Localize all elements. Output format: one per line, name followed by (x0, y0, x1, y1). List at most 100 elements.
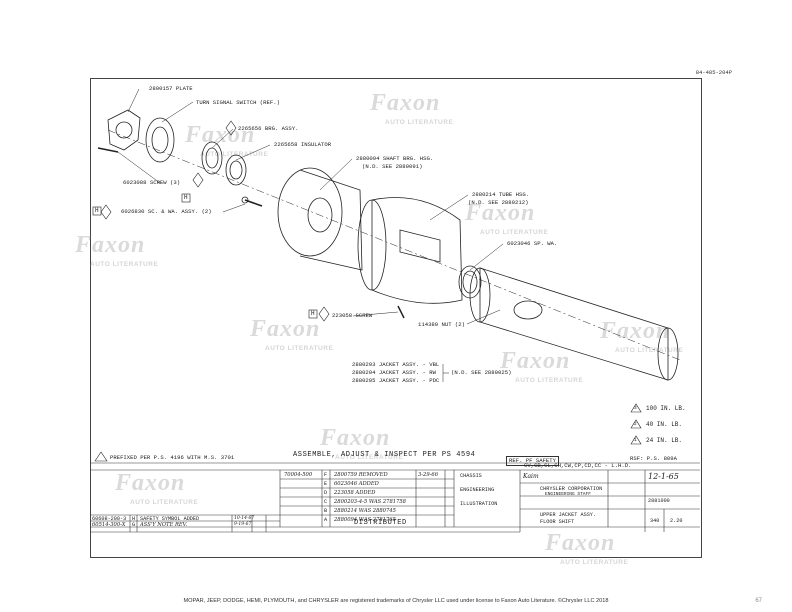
revision-letter: F (324, 472, 328, 478)
h-marker-box (308, 309, 318, 319)
torque-number-2: 2 (634, 422, 637, 427)
watermark-subtitle: AUTO LITERATURE (615, 347, 684, 354)
diamond-marker (192, 172, 204, 188)
h-marker-label: H (95, 207, 99, 214)
left-rev-order: 60608-200-3 (92, 516, 127, 522)
legal-footer: MOPAR, JEEP, DODGE, HEMI, PLYMOUTH, and … (183, 598, 609, 604)
date-value: 12-1-65 (648, 472, 679, 481)
watermark-subtitle: AUTO LITERATURE (90, 261, 159, 268)
callout-insulator: 2265658 INSULATOR (274, 141, 332, 148)
turn-signal-switch-part (145, 117, 175, 163)
illustration-label: ILLUSTRATION (460, 501, 498, 507)
watermark-logo: Faxon (250, 316, 321, 342)
small-screw-part (397, 305, 405, 319)
assemble-note: ASSEMBLE, ADJUST & INSPECT PER PS 4594 (293, 451, 476, 459)
left-rev-date: 10-14-67 (234, 516, 255, 521)
left-rev-desc: ASS'Y NOTE REV. (140, 522, 188, 528)
callout-nut: 114380 NUT (2) (418, 321, 465, 328)
h-marker-box (92, 206, 102, 216)
left-rev-date: 9-19-67 (234, 522, 252, 527)
revision-letter: E (324, 481, 328, 487)
torque-number-1: 1 (634, 438, 637, 443)
watermark-subtitle: AUTO LITERATURE (200, 151, 269, 158)
rsf-note: RSF: P.S. 809A (630, 455, 677, 462)
revision-letter: D (324, 490, 328, 496)
watermark-subtitle: AUTO LITERATURE (515, 377, 584, 384)
revision-date: 3-29-66 (418, 472, 439, 478)
revision-desc: 223058 ADDED (334, 490, 376, 496)
plate-part (107, 109, 141, 151)
tube-housing-part (371, 197, 463, 304)
h-marker-label: H (184, 194, 188, 201)
callout-screw-6023088: 6023088 SCREW (3) (123, 179, 181, 186)
watermark-subtitle: AUTO LITERATURE (560, 559, 629, 566)
torque-value-100: 100 IN. LB. (646, 405, 686, 412)
watermark-logo: Faxon (185, 122, 256, 148)
prefix-note: PREFIXED PER P.S. 4196 WITH M.S. 3701 (110, 454, 235, 461)
page-value: 2.20 (670, 518, 683, 524)
distributed-label: DISTRIBUTED (354, 519, 407, 527)
torque-value-40: 40 IN. LB. (646, 421, 683, 428)
revision-desc: 2800203-4-5 WAS 2781758 (334, 499, 406, 505)
left-rev-letter: G (132, 522, 136, 528)
revision-desc: 2880094 WAS 2781765 (334, 517, 396, 523)
diamond-marker (100, 204, 112, 220)
callout-brg-assy: 2265656 BRG. ASSY. (238, 125, 299, 132)
callout-tube-hsg-ref: (N.D. SEE 2880212) (468, 199, 529, 206)
drawing-number: 2881000 (648, 498, 670, 504)
watermark-subtitle: AUTO LITERATURE (265, 345, 334, 352)
watermark-subtitle: AUTO LITERATURE (385, 119, 454, 126)
watermark-logo: Faxon (465, 200, 536, 226)
screw-part (97, 147, 119, 153)
left-rev-order: 60514-300-X (92, 522, 126, 528)
document-number: 84-485-204P (695, 69, 732, 76)
insulator-part (225, 154, 247, 186)
watermark-logo: Faxon (545, 530, 616, 556)
watermark-subtitle: AUTO LITERATURE (335, 454, 404, 461)
callout-sp-wa: 6023046 SP. WA. (507, 240, 558, 247)
revision-letter: B (324, 508, 328, 514)
title-line-2: FLOOR SHIFT (540, 519, 575, 525)
callout-screw-223058: 223058 SCREW (332, 312, 373, 319)
revision-desc: 2800759 REMOVED (334, 472, 388, 478)
revision-desc: 2880214 WAS 2880745 (334, 508, 396, 514)
watermark-logo: Faxon (600, 318, 671, 344)
callout-sc-wa-assy: 6026830 SC. & WA. ASSY. (2) (121, 208, 212, 215)
callout-jacket-rw: 2880204 JACKET ASSY. - RW (352, 369, 436, 376)
chassis-label: CHASSIS (460, 473, 482, 479)
h-marker-label: H (311, 310, 315, 317)
callout-turn-signal-switch: TURN SIGNAL SWITCH (REF.) (196, 99, 280, 106)
callout-plate: 2800157 PLATE (149, 85, 193, 92)
diamond-marker (318, 306, 330, 322)
callout-tube-hsg: 2880214 TUBE HSG. (472, 191, 530, 198)
group-number: 340 (650, 518, 660, 524)
revision-letter: A (324, 517, 328, 523)
h-marker-box (181, 193, 191, 203)
engineering-label: ENGINEERING (460, 487, 495, 493)
watermark-logo: Faxon (320, 425, 391, 451)
revision-desc: 6023046 ADDED (334, 481, 379, 487)
watermark-subtitle: AUTO LITERATURE (480, 229, 549, 236)
title-line-1: UPPER JACKET ASSY. (540, 512, 597, 518)
diamond-marker (225, 120, 237, 136)
checker-name: Kaim (523, 473, 539, 480)
callout-shaft-brg-hsg-ref: (N.D. SEE 2880091) (362, 163, 423, 170)
callout-shaft-brg-hsg: 2880094 SHAFT BRG. HSG. (356, 155, 434, 162)
page-number: 67 (755, 598, 762, 604)
watermark-logo: Faxon (370, 90, 441, 116)
watermark-logo: Faxon (500, 348, 571, 374)
callout-jacket-ref: (N.D. SEE 2880025) (451, 369, 512, 376)
watermark-subtitle: AUTO LITERATURE (130, 499, 199, 506)
shaft-bearing-housing-part (277, 167, 343, 257)
drawing-sheet-border (90, 78, 702, 558)
watermark-logo: Faxon (115, 470, 186, 496)
company-name: CHRYSLER CORPORATION (540, 486, 603, 492)
ref-pf-safety: REF. PF SAFETY (506, 456, 559, 466)
left-rev-desc: SAFETY SYMBOL ADDED (140, 516, 200, 522)
callout-jacket-vbl: 2880203 JACKET ASSY. - VBL (352, 361, 440, 368)
revision-order: 70004-500 (284, 472, 313, 478)
models-label: CV,CB,CL,CH,CW,CP,CD,CC - L.H.D. (524, 462, 632, 469)
